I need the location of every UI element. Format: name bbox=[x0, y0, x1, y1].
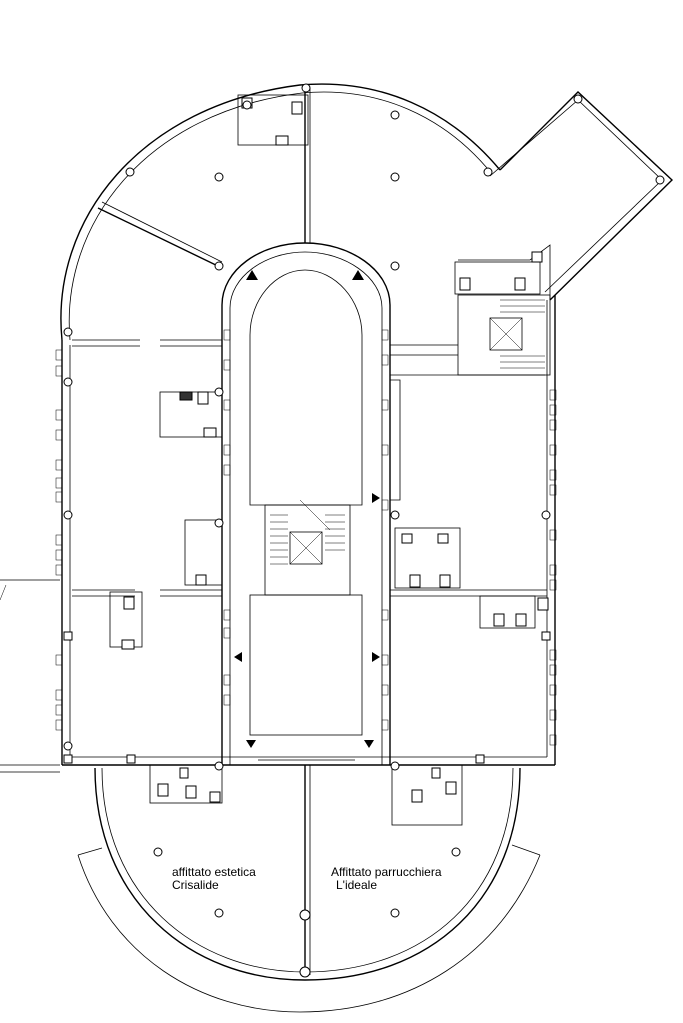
arrow-marker bbox=[364, 740, 374, 748]
wall-fixtures-left bbox=[55, 349, 63, 731]
ne-stair-block bbox=[390, 244, 551, 376]
arrow-marker bbox=[372, 493, 380, 503]
stair-treads-left bbox=[270, 514, 288, 565]
stair-treads-right bbox=[325, 514, 345, 551]
arrow-marker bbox=[234, 652, 242, 662]
arrow-marker bbox=[372, 652, 380, 662]
tenant-label-parrucchiera-line2: L'ideale bbox=[336, 878, 377, 892]
fixtures bbox=[121, 97, 549, 803]
arrow-marker bbox=[246, 740, 256, 748]
central-core bbox=[221, 242, 391, 766]
tenant-label-estetica-line1: affittato estetica bbox=[172, 865, 256, 879]
tenant-label-parrucchiera-line1: Affittato parrucchiera bbox=[331, 865, 442, 879]
direction-arrows bbox=[234, 270, 380, 748]
partitions bbox=[72, 85, 547, 826]
tenant-label-estetica: affittato estetica Crisalide bbox=[172, 866, 256, 892]
wall-fixtures-core bbox=[223, 329, 389, 731]
arrow-marker bbox=[246, 270, 258, 280]
tenant-label-estetica-line2: Crisalide bbox=[172, 878, 219, 892]
arrow-marker bbox=[352, 270, 364, 280]
outer-walls bbox=[0, 83, 674, 773]
tenant-label-parrucchiera: Affittato parrucchiera L'ideale bbox=[331, 866, 442, 892]
south-annex bbox=[77, 765, 541, 1013]
wall-fixtures-right bbox=[549, 389, 557, 746]
columns bbox=[63, 83, 665, 918]
